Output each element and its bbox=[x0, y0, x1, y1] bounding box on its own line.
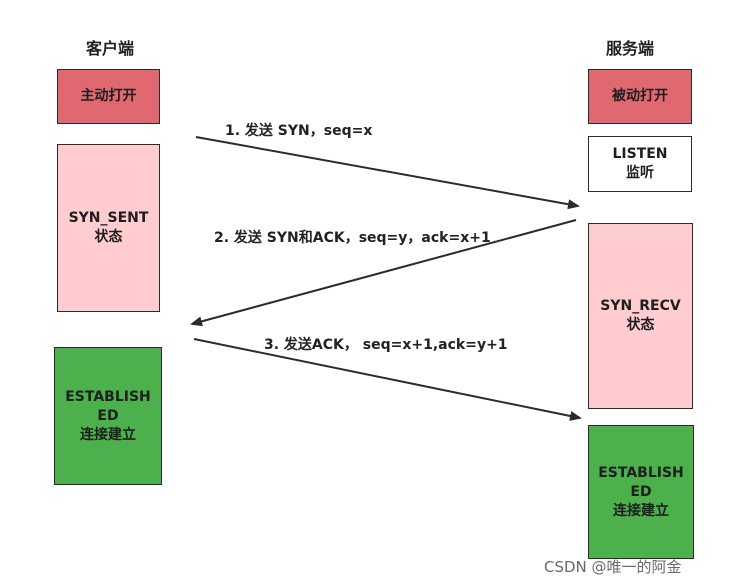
syn-arrow bbox=[195, 136, 580, 210]
syn-message-label: 1. 发送 SYN，seq=x bbox=[225, 123, 373, 139]
server-syn-recv-label: SYN_RECV bbox=[600, 298, 681, 314]
client-active-open-box: 主动打开 bbox=[57, 69, 160, 124]
watermark: CSDN @唯一的阿金 bbox=[544, 558, 682, 576]
client-established-label-1: ESTABLISH bbox=[65, 388, 151, 405]
server-passive-open-box: 被动打开 bbox=[588, 69, 692, 124]
server-established-box: ESTABLISH ED 连接建立 bbox=[588, 425, 694, 559]
syn-ack-arrow bbox=[190, 219, 577, 327]
server-listen-label: LISTEN bbox=[612, 146, 668, 162]
server-syn-recv-box: SYN_RECV 状态 bbox=[588, 223, 693, 409]
client-syn-sent-label: SYN_SENT bbox=[68, 210, 149, 226]
server-listen-box: LISTEN 监听 bbox=[588, 136, 692, 192]
server-heading: 服务端 bbox=[606, 39, 655, 58]
ack-arrow bbox=[193, 338, 582, 421]
client-established-label-2: ED bbox=[97, 407, 119, 424]
client-active-open-label: 主动打开 bbox=[80, 88, 137, 104]
server-established-label-2: ED bbox=[630, 483, 652, 500]
server-established-label-1: ESTABLISH bbox=[598, 464, 684, 481]
server-listen-state: 监听 bbox=[626, 165, 654, 181]
client-syn-sent-box: SYN_SENT 状态 bbox=[57, 144, 160, 312]
client-syn-sent-state: 状态 bbox=[94, 229, 123, 245]
client-heading: 客户端 bbox=[86, 39, 135, 58]
server-established-label-3: 连接建立 bbox=[613, 502, 669, 519]
client-established-box: ESTABLISH ED 连接建立 bbox=[54, 347, 162, 485]
ack-message-label: 3. 发送ACK， seq=x+1,ack=y+1 bbox=[264, 337, 508, 353]
client-established-label-3: 连接建立 bbox=[80, 426, 136, 443]
syn-ack-message-label: 2. 发送 SYN和ACK，seq=y，ack=x+1 bbox=[214, 230, 491, 246]
server-passive-open-label: 被动打开 bbox=[612, 88, 668, 104]
server-syn-recv-state: 状态 bbox=[626, 317, 655, 333]
